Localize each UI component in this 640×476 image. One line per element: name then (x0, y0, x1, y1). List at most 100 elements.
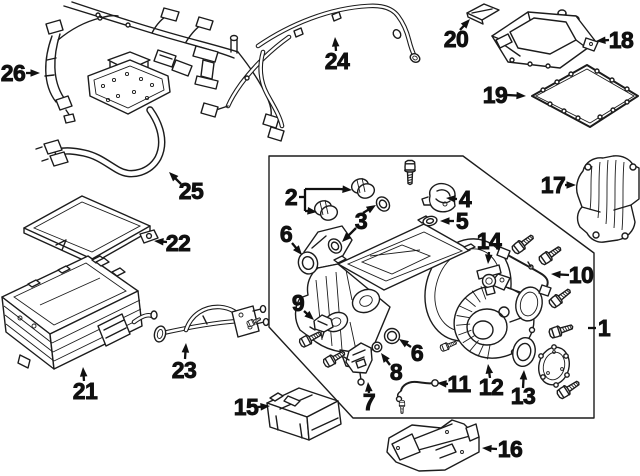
callout-arrowhead (342, 185, 352, 193)
part-9-clip (309, 314, 334, 339)
callout-11: 11 (437, 371, 472, 398)
callout-arrowhead (460, 19, 470, 29)
callout-number-11[interactable]: 11 (447, 371, 472, 398)
callout-arrowhead (519, 370, 528, 380)
callout-arrowhead (169, 172, 179, 182)
callout-number-3[interactable]: 3 (354, 208, 368, 235)
callout-number-15[interactable]: 15 (233, 394, 260, 421)
callout-number-14[interactable]: 14 (476, 228, 503, 255)
callout-9: 9 (291, 290, 314, 320)
callout-21: 21 (72, 367, 99, 405)
oring-seal-4 (327, 238, 343, 254)
callout-arrowhead (30, 69, 40, 77)
callout-arrowhead (79, 367, 88, 377)
callout-number-20[interactable]: 20 (443, 26, 469, 53)
part-7-bracket (343, 342, 373, 386)
callout-6: 6 (279, 221, 302, 255)
callout-number-7[interactable]: 7 (362, 389, 376, 416)
callout-arrowhead (551, 270, 561, 279)
callout-23: 23 (171, 343, 197, 384)
callout-number-12[interactable]: 12 (478, 374, 504, 401)
callout-number-5[interactable]: 5 (455, 208, 469, 235)
part-23-pipe (153, 304, 270, 343)
part-10-harness (496, 246, 552, 297)
callout-number-19[interactable]: 19 (482, 82, 508, 109)
callout-number-26[interactable]: 26 (0, 60, 26, 87)
callout-6b: 6 (399, 339, 424, 367)
callout-number-10[interactable]: 10 (568, 262, 594, 289)
callout-arrowhead (304, 310, 314, 320)
callout-25: 25 (169, 172, 205, 205)
part-12-differential (453, 273, 543, 360)
callout-24: 24 (324, 37, 351, 75)
oring-seal-7 (371, 341, 383, 353)
callout-1: 1 (588, 315, 612, 342)
part-24-tube (255, 3, 421, 63)
callout-number-2[interactable]: 2 (284, 184, 298, 211)
callout-arrowhead (381, 353, 390, 363)
callout-20: 20 (443, 19, 470, 53)
oring-layer (297, 196, 536, 368)
callout-number-8[interactable]: 8 (389, 359, 403, 386)
callout-22: 22 (154, 230, 191, 257)
bolt-1 (404, 159, 416, 186)
callout-number-13[interactable]: 13 (510, 383, 536, 410)
callout-number-6b[interactable]: 6 (410, 340, 424, 367)
callout-number-4[interactable]: 4 (458, 186, 472, 213)
callout-2: 2 (284, 184, 352, 215)
part-26-wiring-harness (44, 14, 119, 124)
callout-number-1[interactable]: 1 (597, 315, 611, 342)
assembly-group-box (268, 155, 595, 419)
callout-14: 14 (476, 228, 503, 264)
callout-15: 15 (233, 394, 270, 421)
callout-arrowhead (365, 205, 376, 214)
callout-number-18[interactable]: 18 (608, 27, 635, 54)
callout-16: 16 (482, 436, 523, 463)
callout-19: 19 (482, 82, 526, 109)
oring-seal-1 (297, 251, 319, 275)
part-20-bracket (466, 3, 500, 25)
callout-arrowhead (181, 343, 190, 353)
callout-26: 26 (0, 60, 40, 87)
oring-seal-5 (422, 215, 438, 227)
callout-13: 13 (510, 370, 536, 410)
part-2-plug-caps (313, 177, 376, 221)
callout-arrowhead (485, 254, 493, 264)
callout-number-16[interactable]: 16 (497, 436, 523, 463)
callout-arrowhead (399, 339, 410, 348)
oring-seal-6 (512, 336, 536, 368)
callout-arrowhead (260, 403, 270, 411)
callout-number-23[interactable]: 23 (171, 357, 197, 384)
callout-arrowhead (307, 207, 317, 215)
callout-number-9[interactable]: 9 (291, 290, 305, 317)
part-cover-plate (538, 344, 570, 388)
callout-17: 17 (540, 172, 576, 199)
callout-number-17[interactable]: 17 (540, 172, 566, 199)
part-17-mount-bracket (575, 155, 640, 243)
callout-10: 10 (551, 262, 594, 289)
callout-number-25[interactable]: 25 (178, 178, 205, 205)
bolt-3 (536, 243, 565, 267)
callout-number-6[interactable]: 6 (279, 221, 293, 248)
bolt-11 (398, 400, 406, 415)
callout-number-24[interactable]: 24 (324, 48, 351, 75)
callout-arrowhead (331, 37, 340, 47)
callout-18: 18 (596, 27, 635, 54)
callout-arrowhead (566, 181, 576, 189)
callout-12: 12 (478, 364, 504, 401)
bolt-9 (438, 338, 459, 353)
callout-number-21[interactable]: 21 (72, 378, 99, 405)
callout-3: 3 (342, 205, 376, 242)
callout-arrowhead (154, 237, 164, 246)
callout-number-22[interactable]: 22 (165, 230, 191, 257)
part-15-bracket (266, 387, 342, 441)
part-19-gasket (531, 64, 639, 128)
callout-arrowhead (440, 217, 450, 225)
callout-arrow-line (346, 227, 357, 238)
callout-5: 5 (440, 208, 470, 235)
part-4-bracket (421, 182, 456, 213)
